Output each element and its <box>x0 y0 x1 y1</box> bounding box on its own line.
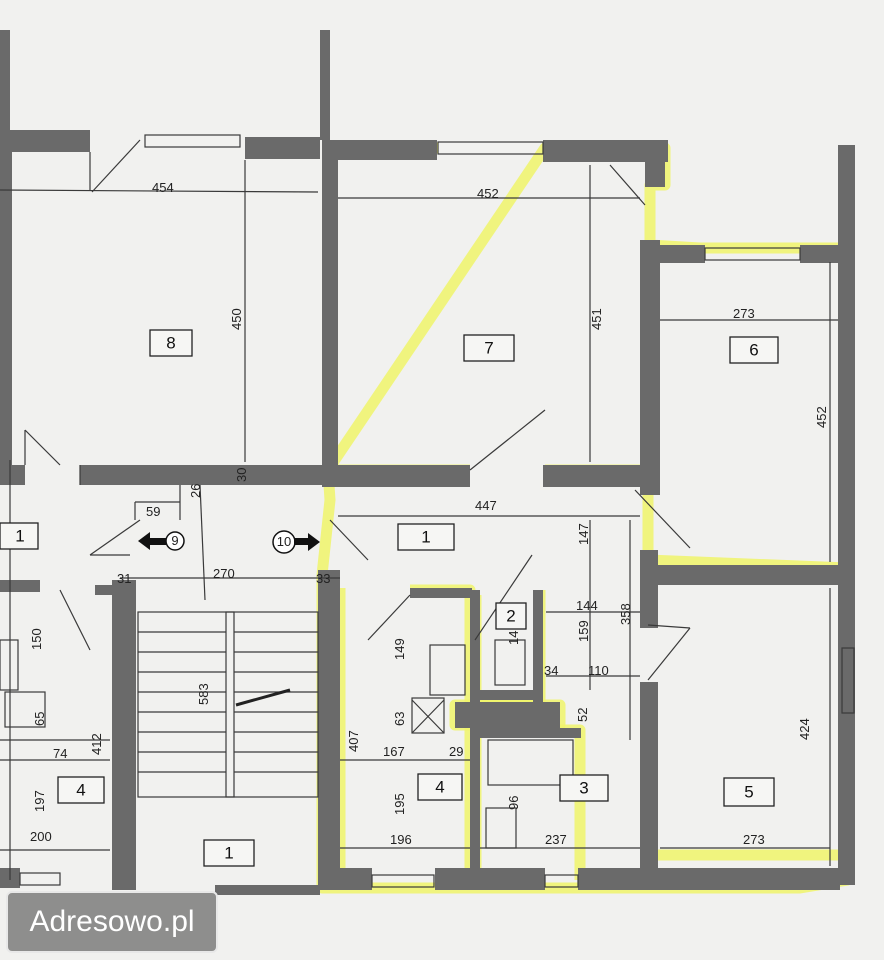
dim-273-top: 273 <box>733 306 755 321</box>
dim-52: 52 <box>575 708 590 722</box>
walls <box>0 30 855 895</box>
dim-59: 59 <box>146 504 160 519</box>
dim-270: 270 <box>213 566 235 581</box>
dim-412: 412 <box>89 733 104 755</box>
room-2-label: 2 <box>506 606 515 625</box>
dim-200: 200 <box>30 829 52 844</box>
dim-150: 150 <box>29 628 44 650</box>
room-8-label: 8 <box>166 333 175 352</box>
dim-451: 451 <box>589 308 604 330</box>
dim-110: 110 <box>588 663 609 678</box>
dim-144: 144 <box>576 598 598 613</box>
dim-29: 29 <box>449 744 463 759</box>
watermark-badge: Adresowo.pl <box>6 891 218 953</box>
room-4-kitchen-label: 4 <box>435 777 444 796</box>
dim-31: 31 <box>117 571 131 586</box>
dim-583: 583 <box>196 683 211 705</box>
room-8[interactable]: 8 <box>149 329 193 357</box>
dim-196-kitchen: 196 <box>390 832 412 847</box>
dimension-labels-vertical: 450 451 452 147 26 30 358 159 14 52 149 … <box>29 308 829 815</box>
room-4-left-label: 4 <box>76 780 85 799</box>
dim-149: 149 <box>392 638 407 660</box>
dim-452-right: 452 <box>814 406 829 428</box>
dimension-labels: 454 452 273 447 59 270 31 33 144 34 110 … <box>30 180 765 847</box>
room-1-left-label: 1 <box>15 526 24 545</box>
room-1-hall[interactable]: 1 <box>397 523 455 551</box>
dim-237: 237 <box>545 832 567 847</box>
room-5-label: 5 <box>744 782 753 801</box>
dim-407: 407 <box>346 730 361 752</box>
marker-9: 9 <box>138 531 185 551</box>
dim-447: 447 <box>475 498 497 513</box>
dim-197: 197 <box>32 790 47 812</box>
dim-34: 34 <box>544 663 558 678</box>
dim-147: 147 <box>576 523 591 545</box>
dim-14: 14 <box>506 631 521 645</box>
room-1-stair-label: 1 <box>224 843 233 862</box>
room-1-stair[interactable]: 1 <box>203 839 255 867</box>
room-6-label: 6 <box>749 340 758 359</box>
dim-96: 96 <box>506 796 521 810</box>
room-5[interactable]: 5 <box>723 777 775 807</box>
dim-167: 167 <box>383 744 405 759</box>
dim-273-bottom: 273 <box>743 832 765 847</box>
dim-424: 424 <box>797 718 812 740</box>
room-1-left[interactable]: 1 <box>0 522 39 550</box>
marker-9-label: 9 <box>171 533 178 548</box>
dim-358: 358 <box>618 603 633 625</box>
marker-10-label: 10 <box>277 534 291 549</box>
room-1-hall-label: 1 <box>421 527 430 546</box>
dim-74: 74 <box>53 746 67 761</box>
dim-450: 450 <box>229 308 244 330</box>
dim-30: 30 <box>234 468 249 482</box>
room-4-kitchen[interactable]: 4 <box>417 773 463 801</box>
dim-65: 65 <box>32 712 47 726</box>
dim-452-top: 452 <box>477 186 499 201</box>
room-3[interactable]: 3 <box>559 774 609 802</box>
marker-10: 10 <box>272 530 320 554</box>
room-7[interactable]: 7 <box>463 334 515 362</box>
dim-159: 159 <box>576 620 591 642</box>
dim-195: 195 <box>392 793 407 815</box>
room-7-label: 7 <box>484 338 493 357</box>
room-2[interactable]: 2 <box>495 602 527 630</box>
dim-63: 63 <box>392 712 407 726</box>
dim-454: 454 <box>152 180 174 195</box>
dim-26: 26 <box>188 484 203 498</box>
dim-33: 33 <box>316 571 330 586</box>
room-3-label: 3 <box>579 778 588 797</box>
room-4-left[interactable]: 4 <box>57 776 105 804</box>
room-6[interactable]: 6 <box>729 336 779 364</box>
staircase <box>137 611 319 798</box>
